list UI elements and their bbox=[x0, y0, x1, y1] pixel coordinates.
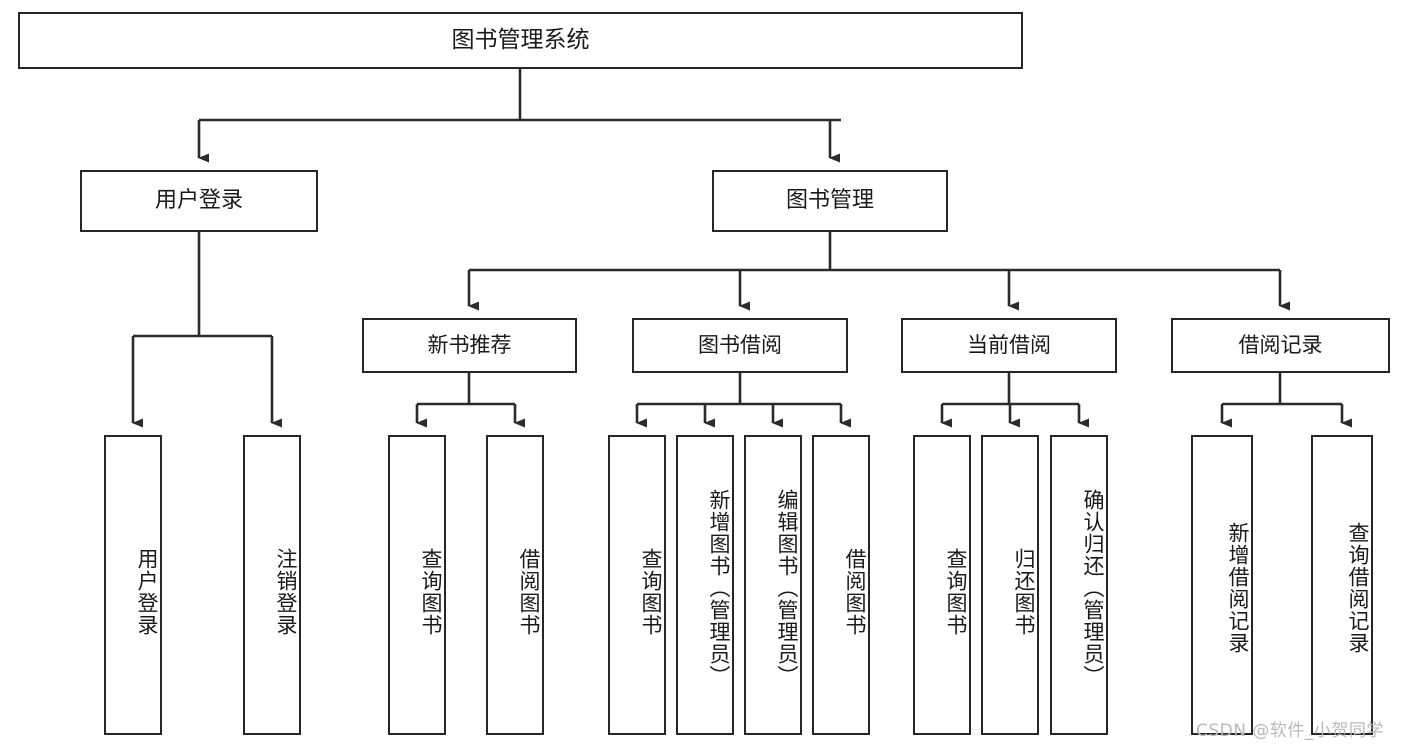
leaf-cur-confirm-return[interactable]: 确认归还（管理员） bbox=[1050, 435, 1108, 735]
node-new-book-recommend-label: 新书推荐 bbox=[427, 333, 512, 358]
leaf-user-logout[interactable]: 注销登录 bbox=[243, 435, 301, 735]
leaf-rec-query-record-label: 查询借阅记录 bbox=[1346, 522, 1370, 654]
leaf-rec-add-record[interactable]: 新增借阅记录 bbox=[1191, 435, 1253, 735]
leaf-borrow-borrow-book-label: 借阅图书 bbox=[843, 548, 867, 636]
leaf-cur-return-book[interactable]: 归还图书 bbox=[981, 435, 1039, 735]
node-user-login-label: 用户登录 bbox=[154, 188, 243, 214]
leaf-borrow-edit-book[interactable]: 编辑图书（管理员） bbox=[744, 435, 802, 735]
leaf-rec-borrow-book[interactable]: 借阅图书 bbox=[486, 435, 544, 735]
leaf-user-logout-label: 注销登录 bbox=[274, 548, 298, 636]
leaf-user-login[interactable]: 用户登录 bbox=[104, 435, 162, 735]
node-current-borrow[interactable]: 当前借阅 bbox=[901, 318, 1117, 373]
node-borrow-record[interactable]: 借阅记录 bbox=[1171, 318, 1390, 373]
leaf-rec-query-book-label: 查询图书 bbox=[419, 548, 443, 636]
node-root[interactable]: 图书管理系统 bbox=[18, 12, 1023, 69]
leaf-borrow-add-book[interactable]: 新增图书（管理员） bbox=[676, 435, 734, 735]
node-user-login[interactable]: 用户登录 bbox=[80, 170, 318, 232]
node-book-manage[interactable]: 图书管理 bbox=[712, 170, 948, 232]
leaf-borrow-borrow-book[interactable]: 借阅图书 bbox=[812, 435, 870, 735]
leaf-cur-return-book-label: 归还图书 bbox=[1012, 548, 1036, 636]
leaf-rec-add-record-label: 新增借阅记录 bbox=[1226, 522, 1250, 654]
leaf-cur-confirm-return-label: 确认归还（管理员） bbox=[1081, 489, 1105, 687]
leaf-borrow-query-book[interactable]: 查询图书 bbox=[608, 435, 666, 735]
leaf-rec-query-book[interactable]: 查询图书 bbox=[388, 435, 446, 735]
node-root-label: 图书管理系统 bbox=[451, 27, 590, 54]
node-new-book-recommend[interactable]: 新书推荐 bbox=[362, 318, 577, 373]
leaf-borrow-query-book-label: 查询图书 bbox=[639, 548, 663, 636]
leaf-cur-query-book-label: 查询图书 bbox=[944, 548, 968, 636]
leaf-rec-query-record[interactable]: 查询借阅记录 bbox=[1311, 435, 1373, 735]
leaf-user-login-label: 用户登录 bbox=[135, 548, 159, 636]
node-borrow-record-label: 借阅记录 bbox=[1238, 333, 1323, 358]
node-current-borrow-label: 当前借阅 bbox=[967, 333, 1051, 358]
leaf-cur-query-book[interactable]: 查询图书 bbox=[913, 435, 971, 735]
leaf-rec-borrow-book-label: 借阅图书 bbox=[517, 548, 541, 636]
node-book-borrow-label: 图书借阅 bbox=[698, 333, 782, 358]
csdn-watermark: CSDN @软件_小贺同学 bbox=[1196, 721, 1384, 741]
leaf-borrow-add-book-label: 新增图书（管理员） bbox=[707, 489, 731, 687]
node-book-borrow[interactable]: 图书借阅 bbox=[632, 318, 848, 373]
leaf-borrow-edit-book-label: 编辑图书（管理员） bbox=[775, 489, 799, 687]
node-book-manage-label: 图书管理 bbox=[785, 188, 874, 214]
